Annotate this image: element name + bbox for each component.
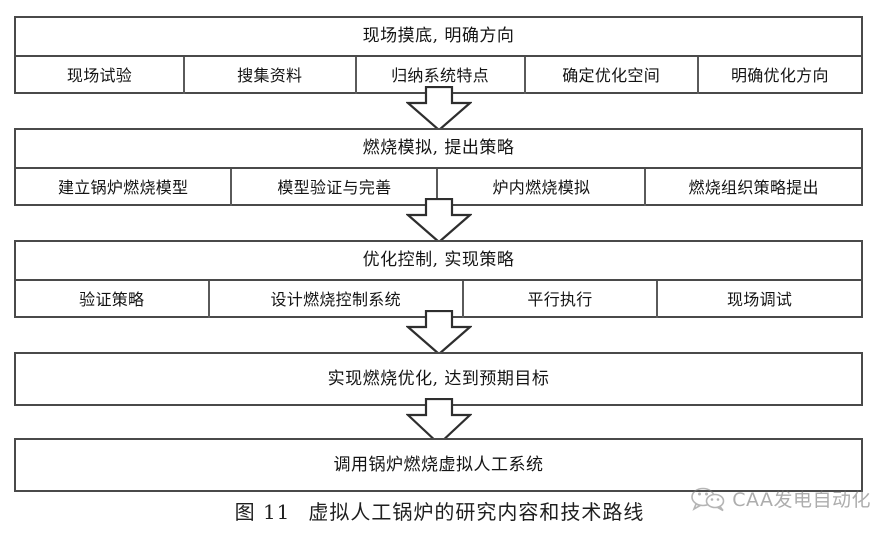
stage-1-row: 现场试验 搜集资料 归纳系统特点 确定优化空间 明确优化方向 xyxy=(16,55,861,94)
stage-3-row: 验证策略 设计燃烧控制系统 平行执行 现场调试 xyxy=(16,279,861,318)
stage-block-5: 调用锅炉燃烧虚拟人工系统 xyxy=(14,438,863,492)
figure-caption: 图 11 虚拟人工锅炉的研究内容和技术路线 xyxy=(0,496,879,525)
stage-3-cell-2: 设计燃烧控制系统 xyxy=(210,281,464,318)
arrow-stage1-to-stage2-icon xyxy=(406,86,472,132)
stage-2-row: 建立锅炉燃烧模型 模型验证与完善 炉内燃烧模拟 燃烧组织策略提出 xyxy=(16,167,861,206)
stage-3-cell-1: 验证策略 xyxy=(16,281,210,318)
stage-block-4: 实现燃烧优化, 达到预期目标 xyxy=(14,352,863,406)
stage-2-cell-4: 燃烧组织策略提出 xyxy=(688,178,819,197)
stage-2-title: 燃烧模拟, 提出策略 xyxy=(362,138,515,158)
arrow-stage4-to-stage5-icon xyxy=(406,398,472,446)
stage-1-cell-1: 现场试验 xyxy=(16,57,185,94)
stage-1-title: 现场摸底, 明确方向 xyxy=(362,26,515,46)
stage-2-cell-1: 建立锅炉燃烧模型 xyxy=(16,169,233,206)
stage-1-cell-4: 确定优化空间 xyxy=(526,57,699,94)
stage-3-cell-4: 现场调试 xyxy=(726,290,793,309)
stage-3-title: 优化控制, 实现策略 xyxy=(362,250,515,270)
stage-1-cell-5: 明确优化方向 xyxy=(730,66,829,85)
figure-caption-text: 虚拟人工锅炉的研究内容和技术路线 xyxy=(308,500,645,524)
stage-3-cell-3: 平行执行 xyxy=(464,281,659,318)
stage-2-cell-3: 炉内燃烧模拟 xyxy=(438,169,647,206)
watermark: CAA发电自动化 xyxy=(690,485,871,512)
stage-2-cell-2: 模型验证与完善 xyxy=(232,169,439,206)
stage-5-title: 调用锅炉燃烧虚拟人工系统 xyxy=(333,455,544,475)
stage-4-title: 实现燃烧优化, 达到预期目标 xyxy=(327,369,550,389)
figure-caption-number: 图 11 xyxy=(234,500,291,524)
stage-1-cell-3: 归纳系统特点 xyxy=(357,57,526,94)
stage-block-3: 优化控制, 实现策略 验证策略 设计燃烧控制系统 平行执行 现场调试 xyxy=(14,240,863,318)
watermark-text: CAA发电自动化 xyxy=(732,489,871,511)
stage-block-1: 现场摸底, 明确方向 现场试验 搜集资料 归纳系统特点 确定优化空间 明确优化方… xyxy=(14,16,863,94)
wechat-chat-bubble-icon xyxy=(690,486,726,512)
arrow-stage3-to-stage4-icon xyxy=(406,310,472,356)
stage-block-2: 燃烧模拟, 提出策略 建立锅炉燃烧模型 模型验证与完善 炉内燃烧模拟 燃烧组织策… xyxy=(14,128,863,206)
arrow-stage2-to-stage3-icon xyxy=(406,198,472,244)
stage-1-cell-2: 搜集资料 xyxy=(185,57,357,94)
